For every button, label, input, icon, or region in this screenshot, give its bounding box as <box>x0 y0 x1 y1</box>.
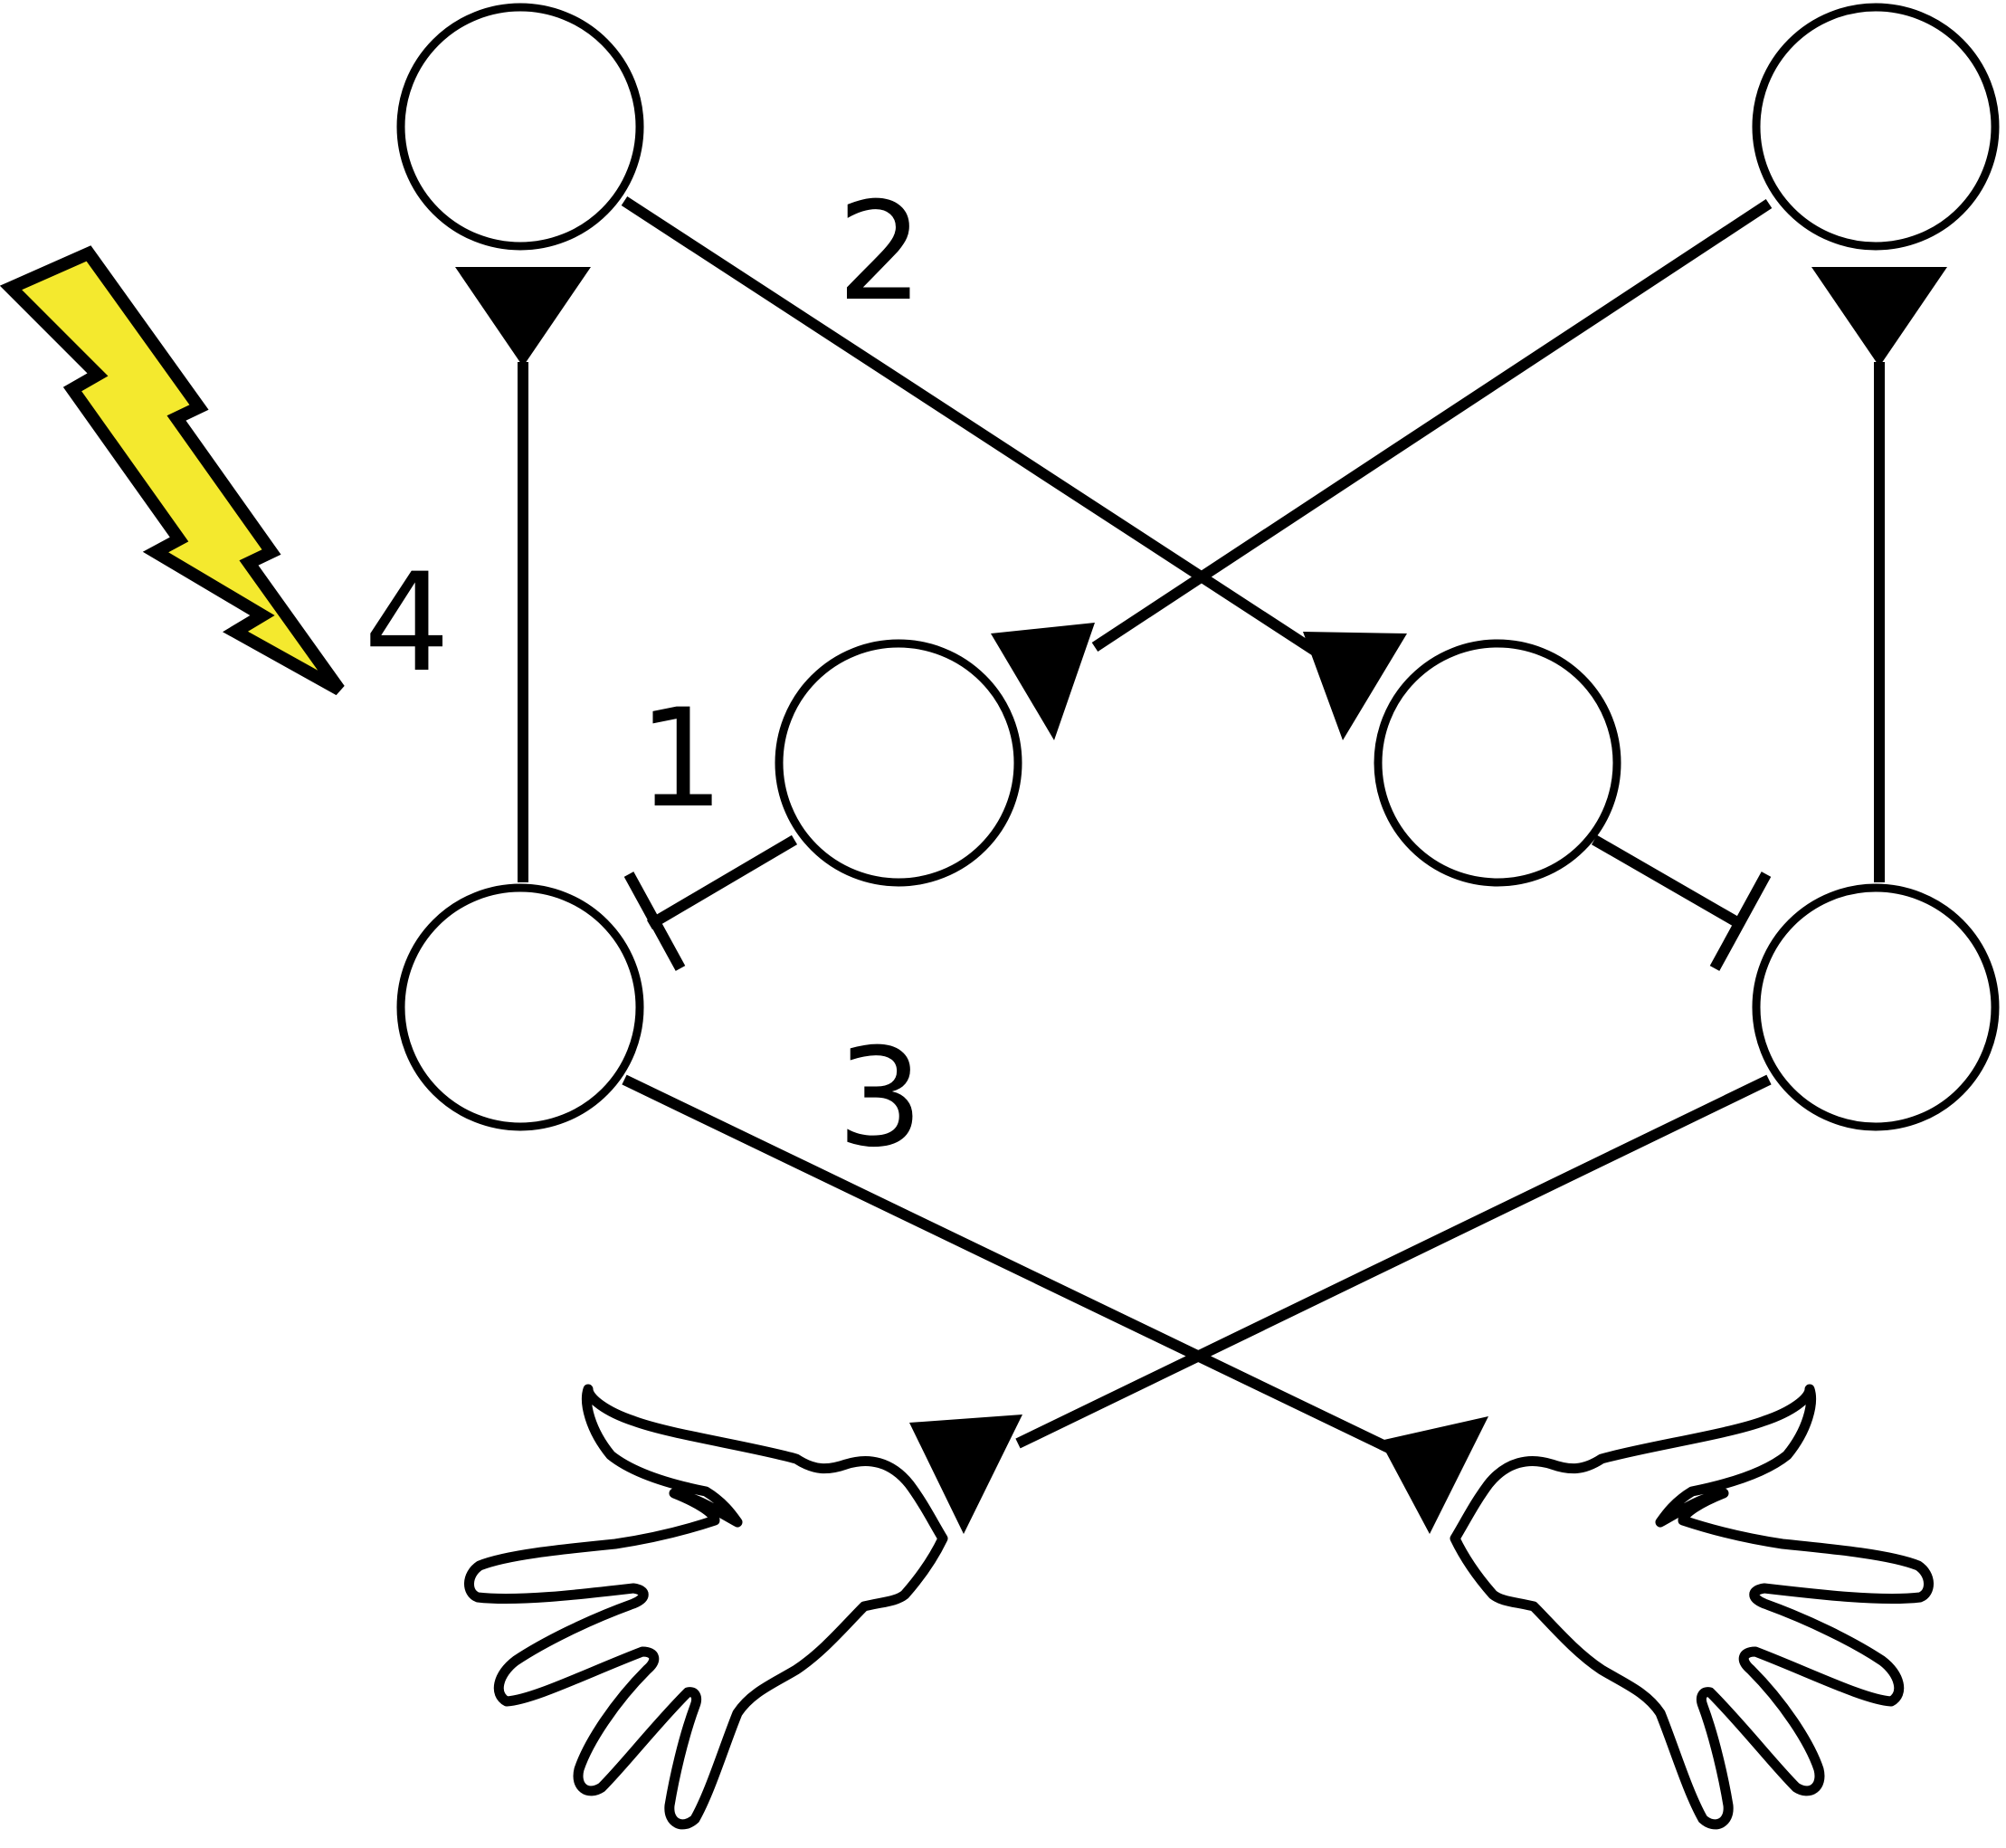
label-2: 2 <box>837 174 923 331</box>
edge-topright-to-midleft <box>1091 198 1773 653</box>
arrowhead-lefthand <box>909 1415 1022 1534</box>
edge-bottomleft-to-righthand <box>622 1074 1414 1464</box>
node-top-left <box>396 3 644 251</box>
lightning-bolt-icon <box>0 245 345 696</box>
arrowhead-righthand <box>1380 1416 1488 1534</box>
label-3: 3 <box>837 1020 923 1177</box>
node-top-right <box>1752 3 2000 251</box>
edge-bottomright-to-lefthand <box>1015 1074 1772 1449</box>
node-bottom-left <box>396 883 644 1131</box>
node-bottom-right <box>1752 883 2000 1131</box>
open-hand-icon <box>1450 1384 1934 1830</box>
label-1: 1 <box>638 681 724 838</box>
open-hand-icon <box>464 1384 948 1830</box>
right-hand <box>1450 1384 1934 1830</box>
edge-inhibit-midright-to-bottomright <box>1592 834 1745 930</box>
arrowhead-right-vertical <box>1811 267 1947 367</box>
arrowhead-midright <box>1303 632 1407 740</box>
arrowhead-left-vertical <box>455 267 591 367</box>
inhibit-bar-right <box>1709 872 1772 971</box>
node-middle-right <box>1374 639 1621 887</box>
inhibit-bar-left <box>623 872 686 971</box>
label-4: 4 <box>364 545 450 702</box>
arrowhead-midleft <box>991 623 1095 740</box>
node-middle-left <box>775 639 1022 887</box>
left-hand <box>464 1384 948 1830</box>
edge-topleft-to-midright <box>621 195 1334 666</box>
edge-inhibit-midleft-to-bottomleft <box>646 834 798 930</box>
